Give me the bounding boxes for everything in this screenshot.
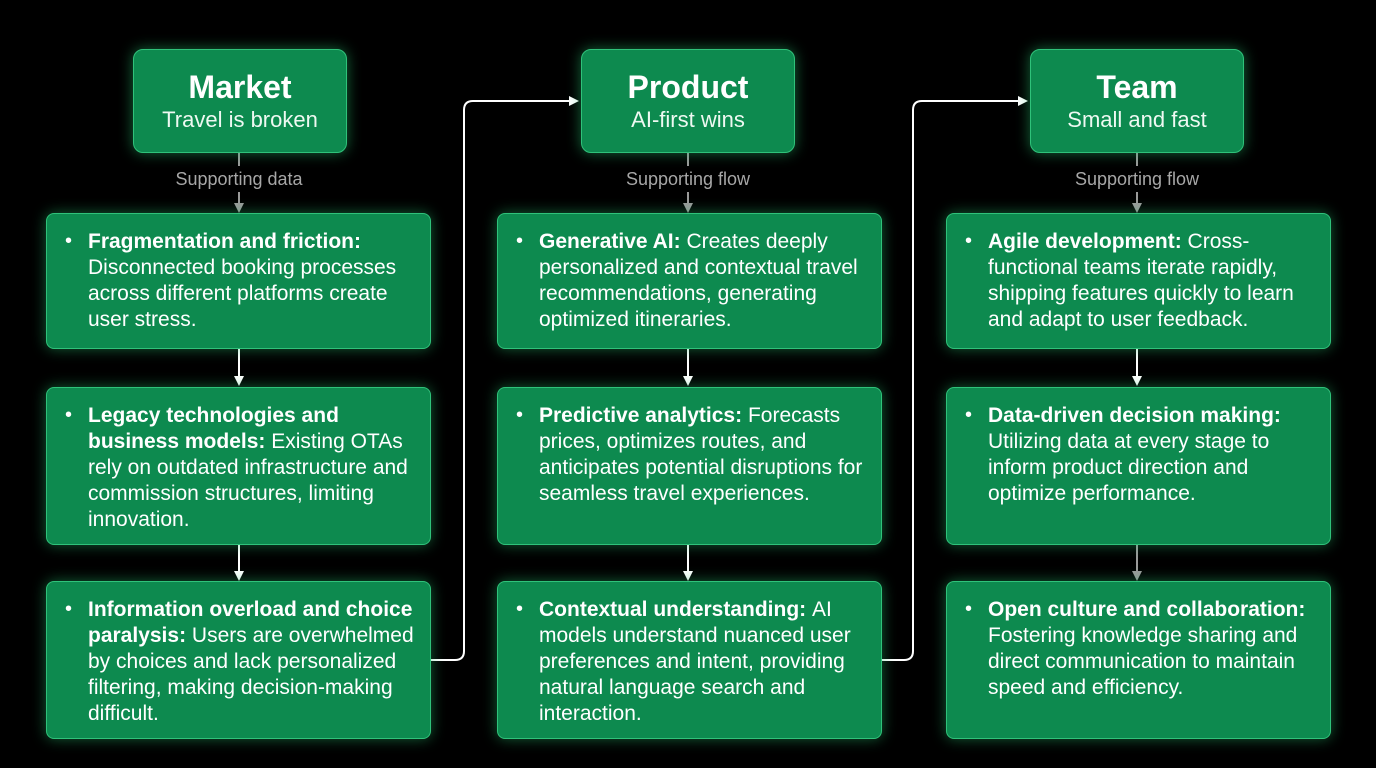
team-header-box: Team Small and fast	[1030, 49, 1244, 153]
product-card-predictive: Predictive analytics: Forecasts prices, …	[497, 387, 882, 545]
card-lead: Data-driven decision making:	[988, 404, 1281, 427]
market-card-overload: Information overload and choice paralysi…	[46, 581, 431, 739]
product-subtitle: AI-first wins	[631, 107, 745, 132]
team-card-data-driven: Data-driven decision making: Utilizing d…	[946, 387, 1331, 545]
card-lead: Information overload and choice paralysi…	[88, 598, 413, 647]
team-card-open-culture: Open culture and collaboration: Fosterin…	[946, 581, 1331, 739]
team-subtitle: Small and fast	[1067, 107, 1207, 132]
card-lead: Open culture and collaboration:	[988, 598, 1306, 621]
card-lead: Predictive analytics:	[539, 404, 748, 427]
connector-market-to-product	[431, 96, 579, 661]
card-body: AI models understand nuanced user prefer…	[539, 598, 851, 725]
product-header-box: Product AI-first wins	[581, 49, 795, 153]
market-title: Market	[188, 69, 292, 105]
card-body: Utilizing data at every stage to inform …	[988, 430, 1270, 505]
card-body: Users are overwhelmed by choices and lac…	[88, 624, 414, 725]
team-title: Team	[1096, 69, 1178, 105]
card-lead: Contextual understanding:	[539, 598, 812, 621]
market-card-fragmentation: Fragmentation and friction: Disconnected…	[46, 213, 431, 349]
market-header-box: Market Travel is broken	[133, 49, 347, 153]
product-title: Product	[627, 69, 749, 105]
card-body: Forecasts prices, optimizes routes, and …	[539, 404, 863, 505]
card-body: Cross-functional teams iterate rapidly, …	[988, 230, 1294, 331]
card-lead: Legacy technologies and business models:	[88, 404, 339, 453]
product-card-generative-ai: Generative AI: Creates deeply personaliz…	[497, 213, 882, 349]
card-body: Existing OTAs rely on outdated infrastru…	[88, 430, 408, 531]
product-card-contextual: Contextual understanding: AI models unde…	[497, 581, 882, 739]
team-sublabel: Supporting flow	[1074, 169, 1200, 189]
market-card-legacy: Legacy technologies and business models:…	[46, 387, 431, 545]
card-lead: Fragmentation and friction:	[88, 230, 361, 253]
team-card-agile: Agile development: Cross-functional team…	[946, 213, 1331, 349]
market-sublabel: Supporting data	[175, 169, 303, 189]
card-lead: Generative AI:	[539, 230, 687, 253]
card-body: Disconnected booking processes across di…	[88, 256, 397, 331]
market-subtitle: Travel is broken	[162, 107, 318, 132]
product-sublabel: Supporting flow	[625, 169, 751, 189]
card-body: Fostering knowledge sharing and direct c…	[988, 624, 1298, 699]
card-lead: Agile development:	[988, 230, 1188, 253]
connector-product-to-team	[882, 96, 1028, 661]
card-body: Creates deeply personalized and contextu…	[539, 230, 858, 331]
